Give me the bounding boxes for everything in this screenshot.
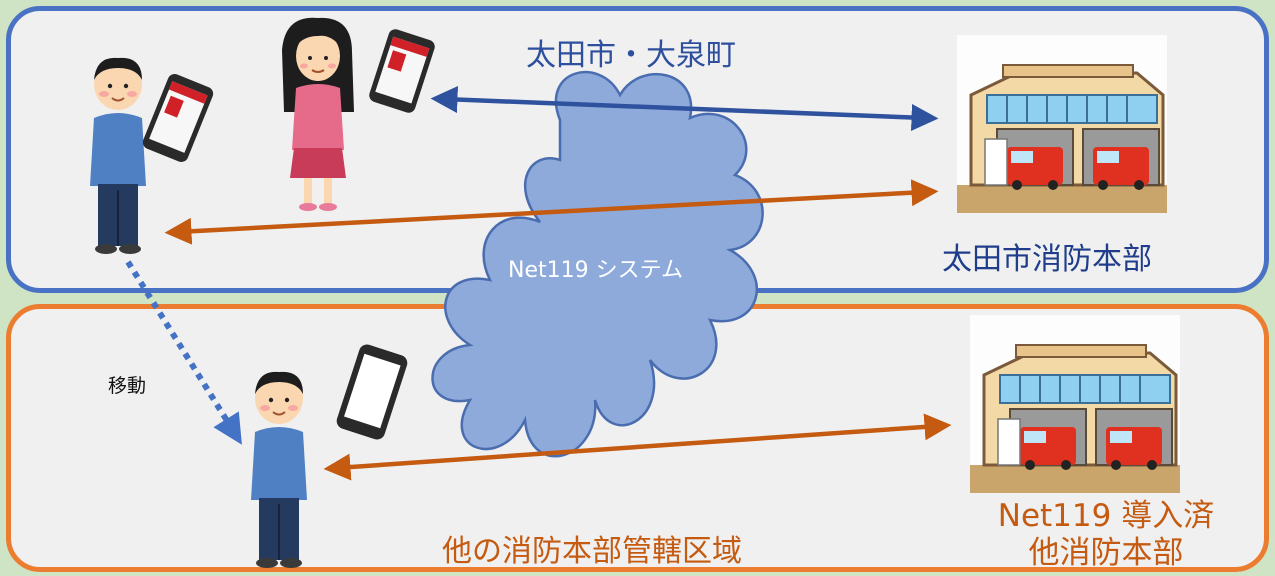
other-jurisdiction-label: 他の消防本部管轄区域 xyxy=(442,534,742,569)
arrow-man-other-hq xyxy=(323,413,952,481)
arrow-woman-ota-hq xyxy=(430,86,939,131)
smartphone-icon xyxy=(336,344,408,440)
other-fire-hq-label: Net119 導入済 他消防本部 xyxy=(956,498,1256,572)
arrow-man-ota-hq xyxy=(164,179,939,245)
smartphone-icon xyxy=(142,74,214,162)
movement-arrow xyxy=(125,260,242,445)
other-fire-hq-label-line2: 他消防本部 xyxy=(1028,535,1184,571)
fire-station-icon xyxy=(955,33,1169,215)
smartphone-icon xyxy=(369,29,435,113)
person-icon xyxy=(282,17,354,211)
other-fire-hq-label-line1: Net119 導入済 xyxy=(997,498,1215,534)
net119-system-label: Net119 システム xyxy=(508,258,683,283)
person-icon xyxy=(250,370,308,569)
person-icon xyxy=(89,56,147,255)
ota-fire-hq-label: 太田市消防本部 xyxy=(942,242,1152,277)
route-label: 太田市・大泉町 xyxy=(526,38,736,73)
fire-station-icon xyxy=(968,313,1182,495)
movement-label: 移動 xyxy=(108,375,147,397)
